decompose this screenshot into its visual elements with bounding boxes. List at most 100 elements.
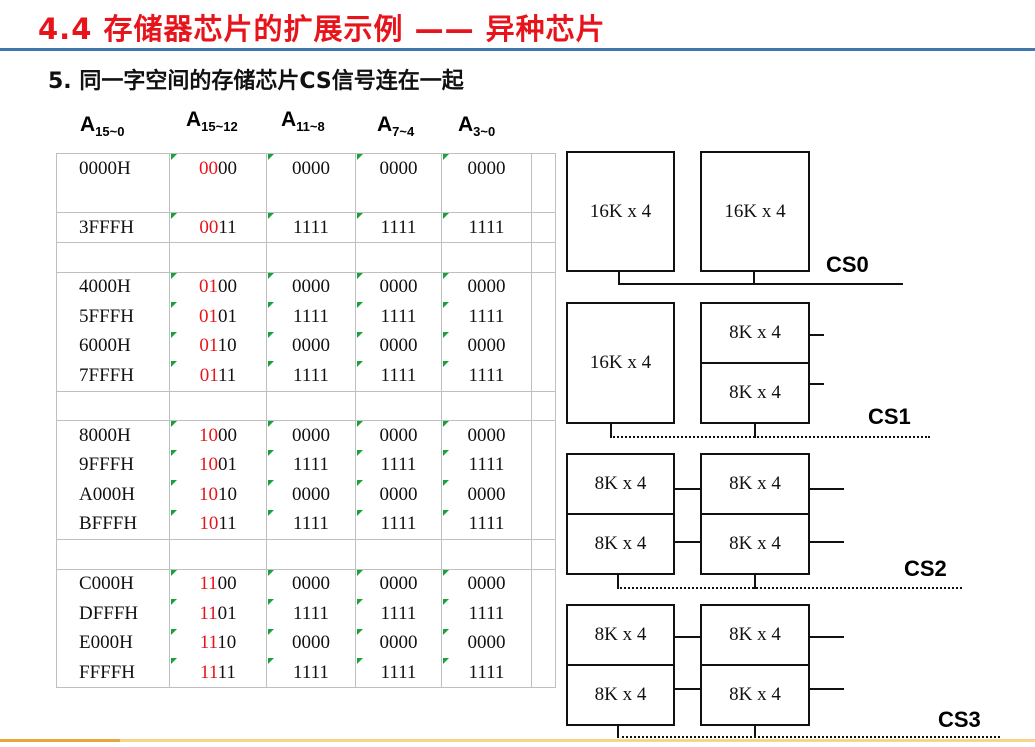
nibble-value: 1111 bbox=[468, 602, 505, 624]
nibble-cell: 1111 bbox=[266, 361, 356, 392]
low-bits: 11 bbox=[218, 364, 237, 386]
chip-8k-x4: 8K x 4 bbox=[700, 453, 810, 515]
empty-cell bbox=[531, 450, 556, 481]
nibble-value: 1111 bbox=[380, 454, 417, 476]
nibble-cell: 1111 bbox=[441, 509, 532, 540]
chip-8k-x4: 8K x 4 bbox=[700, 362, 810, 424]
chip-select-bits: 11 bbox=[200, 661, 218, 683]
nibble-value: 0000 bbox=[467, 483, 506, 505]
cell-marker bbox=[443, 301, 449, 308]
nibble-cell: 0000 bbox=[441, 420, 532, 451]
nibble-cell: 0000 bbox=[266, 628, 356, 659]
low-bits: 00 bbox=[217, 573, 237, 595]
cell-marker bbox=[171, 450, 177, 457]
cs2-label: CS2 bbox=[904, 556, 947, 581]
nibble-cell: 0000 bbox=[441, 153, 532, 184]
nibble-cell bbox=[266, 539, 356, 570]
data-pin bbox=[810, 488, 844, 490]
nibble-cell: 1111 bbox=[266, 212, 356, 244]
address-cell bbox=[56, 183, 170, 214]
cell-marker bbox=[268, 154, 274, 160]
nibble-cell: 0000 bbox=[441, 628, 532, 659]
chip-8k-x4: 8K x 4 bbox=[566, 664, 675, 726]
address-cell: 9FFFH bbox=[56, 450, 170, 481]
cs-wire bbox=[618, 272, 620, 285]
cell-marker bbox=[357, 421, 363, 428]
nibble-cell: 1111 bbox=[355, 598, 442, 629]
header-a15-12: A15~12 bbox=[186, 108, 238, 134]
empty-cell bbox=[531, 153, 556, 184]
high-nibble-cell: 0100 bbox=[169, 272, 267, 302]
table-row bbox=[56, 183, 556, 214]
nibble-cell bbox=[266, 391, 356, 422]
empty-cell bbox=[531, 658, 556, 689]
chip-select-bits: 10 bbox=[199, 454, 218, 476]
chip-8k-x4: 8K x 4 bbox=[566, 604, 675, 666]
cell-marker bbox=[357, 450, 363, 457]
cell-marker bbox=[171, 331, 177, 338]
address-cell bbox=[56, 391, 170, 422]
cell-marker bbox=[443, 421, 449, 428]
nibble-value: 1111 bbox=[293, 454, 329, 476]
cell-marker bbox=[268, 213, 274, 220]
nibble-cell: 0000 bbox=[355, 480, 442, 510]
high-nibble-cell bbox=[169, 183, 267, 214]
address-cell: 3FFFH bbox=[56, 212, 170, 244]
cs3-label: CS3 bbox=[938, 707, 981, 732]
nibble-cell: 0000 bbox=[266, 420, 356, 451]
cell-marker bbox=[268, 450, 274, 457]
chip-select-bits: 10 bbox=[199, 483, 218, 505]
empty-cell bbox=[531, 598, 556, 629]
address-cell: FFFFH bbox=[56, 658, 170, 689]
cell-marker bbox=[268, 480, 274, 487]
address-cell: DFFFH bbox=[56, 598, 170, 629]
nibble-value: 0000 bbox=[379, 483, 418, 505]
address-cell: C000H bbox=[56, 569, 170, 599]
nibble-cell: 1111 bbox=[355, 450, 442, 481]
footer-accent bbox=[0, 739, 120, 742]
nibble-cell: 1111 bbox=[355, 212, 442, 244]
address-cell: 8000H bbox=[56, 420, 170, 451]
cell-marker bbox=[171, 658, 177, 665]
cell-marker bbox=[268, 569, 274, 576]
empty-cell bbox=[531, 480, 556, 510]
nibble-cell: 1111 bbox=[441, 450, 532, 481]
cell-marker bbox=[357, 154, 363, 160]
nibble-cell: 0000 bbox=[441, 480, 532, 510]
nibble-cell: 1111 bbox=[441, 598, 532, 629]
nibble-value: 0000 bbox=[467, 632, 506, 654]
empty-cell bbox=[531, 628, 556, 659]
nibble-value: 0000 bbox=[467, 157, 506, 179]
chip-select-bits: 10 bbox=[199, 424, 218, 446]
nibble-cell: 1111 bbox=[441, 212, 532, 244]
cell-marker bbox=[357, 628, 363, 635]
address-cell: 7FFFH bbox=[56, 361, 170, 392]
cell-marker bbox=[357, 301, 363, 308]
cell-marker bbox=[357, 213, 363, 220]
table-row bbox=[56, 391, 556, 422]
cell-marker bbox=[268, 361, 274, 368]
nibble-cell: 0000 bbox=[266, 153, 356, 184]
cs-wire bbox=[753, 272, 755, 285]
nibble-value: 1111 bbox=[468, 661, 505, 683]
nibble-value: 0000 bbox=[467, 424, 506, 446]
cs-wire bbox=[754, 575, 756, 589]
nibble-cell bbox=[266, 183, 356, 214]
nibble-value: 0000 bbox=[292, 424, 330, 446]
page-title: 4.4 存储器芯片的扩展示例 —— 异种芯片 bbox=[38, 12, 606, 46]
address-cell: BFFFH bbox=[56, 509, 170, 540]
footer-divider bbox=[0, 739, 1035, 742]
cell-marker bbox=[268, 272, 274, 279]
nibble-value: 0000 bbox=[292, 632, 330, 654]
nibble-cell: 1111 bbox=[355, 509, 442, 540]
table-row bbox=[56, 539, 556, 570]
title-divider bbox=[0, 48, 1035, 51]
low-bits: 00 bbox=[218, 157, 237, 179]
nibble-cell bbox=[441, 391, 532, 422]
cell-marker bbox=[443, 361, 449, 368]
data-pin bbox=[675, 636, 700, 638]
nibble-cell: 1111 bbox=[266, 301, 356, 332]
